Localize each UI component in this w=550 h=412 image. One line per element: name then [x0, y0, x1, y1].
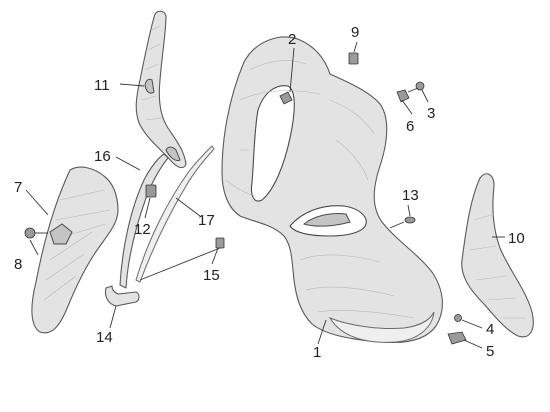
part-5-clip — [447, 331, 467, 345]
callout-16: 16 — [94, 148, 111, 165]
callout-13: 13 — [402, 187, 419, 204]
callout-15: 15 — [203, 267, 220, 284]
callout-7: 7 — [14, 179, 22, 196]
part-11-trim-strip — [135, 10, 187, 169]
callout-6: 6 — [406, 118, 414, 135]
part-3-screw — [407, 81, 425, 93]
callout-10: 10 — [508, 230, 525, 247]
callout-17: 17 — [198, 212, 215, 229]
part-2-clip — [279, 91, 293, 105]
callout-2: 2 — [288, 31, 296, 48]
part-13-screw — [389, 216, 416, 229]
callout-14: 14 — [96, 329, 113, 346]
part-1-front-shield — [221, 36, 443, 344]
part-12-clip — [145, 184, 157, 198]
callout-1: 1 — [313, 344, 321, 361]
callout-9: 9 — [351, 24, 359, 41]
callout-8: 8 — [14, 256, 22, 273]
callout-3: 3 — [427, 105, 435, 122]
part-10-side-cover — [461, 173, 534, 338]
callout-11: 11 — [94, 77, 110, 94]
part-15-clip — [215, 237, 225, 249]
part-14-bracket — [104, 285, 140, 307]
part-17-curved-strip — [135, 145, 215, 283]
part-16-long-strip — [119, 153, 169, 289]
callout-labels: 1 2 3 4 5 6 7 8 9 10 11 12 13 14 15 16 1… — [14, 24, 525, 361]
part-9-clip — [348, 52, 359, 65]
part-6-nut — [396, 89, 410, 103]
part-8-screw — [24, 227, 48, 239]
callout-12: 12 — [134, 221, 151, 238]
callout-4: 4 — [486, 321, 494, 338]
part-7-side-cover — [31, 166, 119, 334]
callout-5: 5 — [486, 343, 494, 360]
leader-lines — [25, 41, 505, 349]
part-4-screw — [454, 314, 462, 322]
